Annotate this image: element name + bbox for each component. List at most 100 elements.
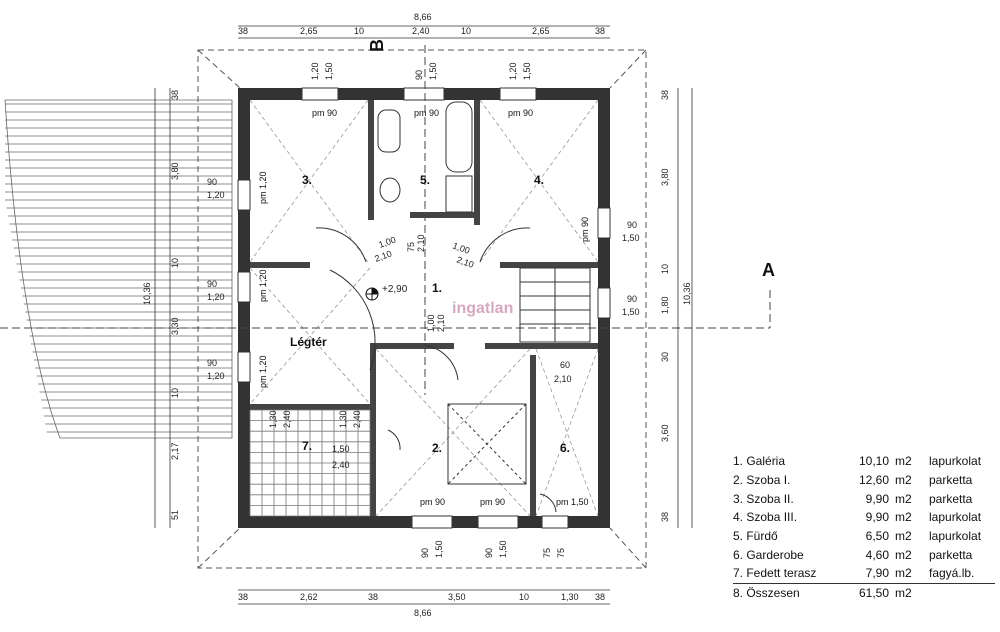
legend-unit: m2: [895, 454, 912, 469]
room-label: 2.: [432, 441, 442, 455]
right-dimension: 3,60: [660, 424, 670, 442]
left-dimension: 51: [170, 510, 180, 520]
left-dimension: 3,80: [170, 162, 180, 180]
legend-room-name: 4. Szoba III.: [733, 510, 798, 525]
legend-unit: m2: [895, 586, 912, 601]
legend-flooring: lapurkolat: [929, 529, 982, 544]
door-dimension: 60: [560, 360, 570, 370]
legend-flooring: parketta: [929, 491, 973, 506]
legend-room-name: 3. Szoba II.: [733, 491, 794, 506]
window-right-width: 90: [627, 220, 637, 230]
bottom-dimension: 38: [595, 592, 605, 602]
section-lines: [0, 45, 771, 395]
windows: [237, 87, 611, 529]
right-dimension: 1,80: [660, 296, 670, 314]
legend-area: 10,10: [858, 454, 889, 469]
room-label: 3.: [302, 173, 312, 187]
terrace-dimension: 2,40: [282, 410, 292, 428]
legend-flooring: lapurkolat: [929, 454, 982, 469]
sill-height-label: pm 90: [580, 217, 590, 242]
room-label: 5.: [420, 173, 430, 187]
room-label: 1.: [432, 281, 442, 295]
left-dimension: 10: [170, 258, 180, 268]
left-total-dimension: 10,36: [142, 282, 152, 305]
bottom-dimension: 2,62: [300, 592, 318, 602]
top-dimension: 2,65: [300, 26, 318, 36]
stairs: [519, 267, 591, 343]
top-dimension: 10: [354, 26, 364, 36]
window-top-width: 90: [414, 70, 424, 80]
window-top-width: 1,20: [310, 62, 320, 80]
legend-unit: m2: [895, 510, 912, 525]
window-top-width: 1,20: [508, 62, 518, 80]
legend-area: 12,60: [858, 473, 889, 488]
window-top-height: 1,50: [324, 62, 334, 80]
legend-room-name: 2. Szoba I.: [733, 473, 791, 488]
right-dimension: 10: [660, 264, 670, 274]
level-marker: [365, 287, 379, 301]
legend-room-name: 6. Garderobe: [733, 547, 804, 562]
bed: [447, 403, 527, 485]
legend-area: 6,50: [865, 529, 889, 544]
bathroom-fixtures: [377, 101, 473, 213]
room-label: 4.: [534, 173, 544, 187]
left-dimension: 3,30: [170, 317, 180, 335]
window-bottom-height: 75: [556, 548, 566, 558]
window-left-height: 1,20: [207, 292, 225, 302]
legend-area: 9,90: [865, 491, 889, 506]
legend-room-name: 5. Fürdő: [733, 529, 778, 544]
legend-unit: m2: [895, 547, 912, 562]
bottom-dimension: 38: [238, 592, 248, 602]
right-dimension: 30: [660, 352, 670, 362]
window-top-height: 1,50: [428, 62, 438, 80]
door-dimension: 2,10: [455, 254, 475, 269]
room-diagonals: [249, 99, 599, 517]
right-dimension: 38: [660, 90, 670, 100]
right-dimension: 3,80: [660, 168, 670, 186]
level-value: +2,90: [382, 284, 408, 295]
bottom-dimension: 10: [519, 592, 529, 602]
legend-room-name: 7. Fedett terasz: [733, 566, 817, 581]
bottom-dimension: 3,50: [448, 592, 466, 602]
interior-walls: [250, 100, 598, 516]
legend-flooring: fagyá.lb.: [929, 566, 975, 581]
door-dimension: 2,10: [436, 314, 446, 332]
window-right-height: 1,50: [622, 307, 640, 317]
legend-flooring: lapurkolat: [929, 510, 982, 525]
room-label: 7.: [302, 439, 312, 453]
sill-height-label: pm 90: [312, 108, 337, 118]
legend-unit: m2: [895, 491, 912, 506]
legend-unit: m2: [895, 473, 912, 488]
sill-height-label: pm 1,50: [556, 497, 589, 507]
sill-height-label: pm 1,20: [258, 269, 268, 302]
roof-outline: [197, 49, 647, 569]
window-bottom-width: 75: [542, 548, 552, 558]
door-swings: [315, 227, 557, 513]
top-dimension: 38: [595, 26, 605, 36]
covered-terrace-grid: [249, 409, 371, 517]
left-dimension: 10: [170, 388, 180, 398]
legend-area: 7,90: [865, 566, 889, 581]
sill-height-label: pm 1,20: [258, 171, 268, 204]
right-dimension: 38: [660, 512, 670, 522]
room-label: Légtér: [290, 335, 327, 349]
bottom-dimension: 1,30: [561, 592, 579, 602]
window-bottom-height: 1,50: [434, 540, 444, 558]
sill-height-label: pm 1,20: [258, 355, 268, 388]
top-dimension: 10: [461, 26, 471, 36]
window-left-height: 1,20: [207, 190, 225, 200]
legend-row: 3. Szoba II. 9,90 m2 parketta: [733, 489, 995, 508]
door-dimension: 75: [406, 242, 416, 252]
dimension-lines: [154, 25, 693, 605]
window-left-width: 90: [207, 177, 217, 187]
window-bottom-width: 90: [420, 548, 430, 558]
door-dimension: 1,00: [426, 314, 436, 332]
legend-area: 9,90: [865, 510, 889, 525]
terrace-dimension: 1,30: [338, 410, 348, 428]
